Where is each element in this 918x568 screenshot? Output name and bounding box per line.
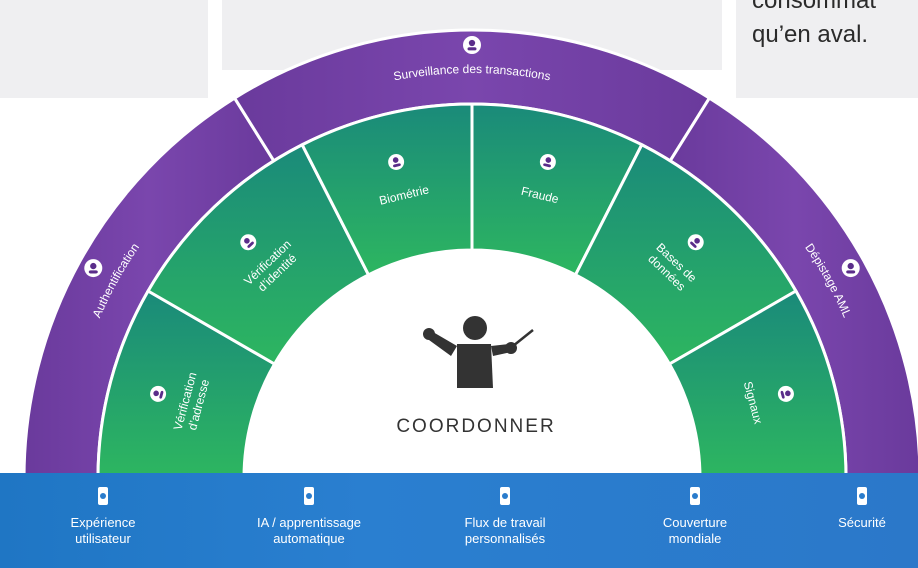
phone-star-icon: [98, 487, 108, 505]
eye-icon: [463, 36, 481, 54]
feature-label-1: Expérience utilisateur: [70, 515, 136, 546]
top-right-panel: [736, 0, 918, 98]
feature-label-2: IA / apprentissage automatique: [256, 515, 362, 546]
thief-icon: [539, 153, 556, 170]
feature-item-4: Couverture mondiale: [610, 473, 780, 568]
inner-ring: [96, 102, 848, 480]
feature-item-2: IA / apprentissage automatique: [224, 473, 394, 568]
corner-text: consommat qu’en aval.: [752, 0, 876, 52]
center-label: COORDONNER: [396, 416, 555, 437]
shield-icon: [857, 487, 867, 505]
feature-item-3: Flux de travail personnalisés: [420, 473, 590, 568]
gears-icon: [500, 487, 510, 505]
ai-chip-icon: [304, 487, 314, 505]
corner-text-line1: consommat: [752, 0, 877, 14]
bell-icon: [777, 385, 794, 402]
network-face-icon: [84, 259, 103, 278]
center-area: COORDONNER: [396, 316, 555, 437]
globe-icon: [690, 487, 700, 505]
top-left-panel: [0, 0, 208, 98]
conductor-icon: [423, 316, 534, 388]
feature-label-5: Sécurité: [838, 515, 886, 530]
address-card-icon: [150, 385, 167, 402]
database-icon: [687, 234, 704, 251]
feature-item-1: Expérience utilisateur: [18, 473, 188, 568]
person-clock-icon: [240, 234, 257, 251]
face-mesh-icon: [388, 153, 405, 170]
search-person-icon: [841, 259, 860, 278]
corner-text-line2: qu’en aval.: [752, 21, 869, 48]
feature-label-3: Flux de travail personnalisés: [464, 515, 546, 546]
features-bar: Expérience utilisateur IA / apprentissage…: [0, 473, 918, 568]
feature-label-4: Couverture mondiale: [662, 515, 728, 546]
feature-item-5: Sécurité: [777, 473, 918, 568]
